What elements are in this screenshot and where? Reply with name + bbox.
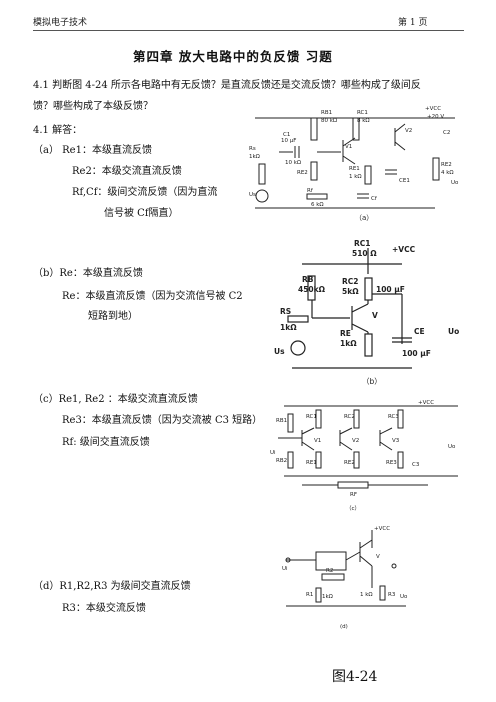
fig-b-label-1k-re: 1kΩ — [340, 339, 357, 348]
fig-a-label-cf: Cf — [371, 196, 378, 202]
header-right: 第 1 页 — [398, 18, 428, 28]
fig-a-label-rb1: RB1 — [321, 110, 332, 116]
fig-d-label-1k-r3: 1 kΩ — [360, 592, 373, 598]
fig-b-label-1k-rs: 1kΩ — [280, 323, 297, 332]
answer-b-line-1: （b）Re：本级直流反馈 — [33, 268, 143, 279]
answer-a-line-3: Rf,Cf：级间交流反馈（因为直流 — [72, 187, 218, 198]
fig-b-label-5k: 5kΩ — [342, 287, 359, 296]
fig-b-label-510: 510 Ω — [352, 249, 377, 258]
fig-a-label-v1: V1 — [345, 144, 352, 150]
fig-c-label-rb2: RB2 — [276, 458, 287, 464]
fig-a-label-20v: +20 V — [427, 114, 444, 120]
fig-b-label-ce: CE — [414, 327, 425, 336]
fig-c-label-v3: V3 — [392, 438, 400, 444]
fig-d-label-vcc: +VCC — [374, 526, 390, 532]
fig-c-label-v2: V2 — [352, 438, 359, 444]
fig-a-label-80k: 80 kΩ — [321, 118, 337, 124]
fig-a-label-us: Us — [249, 192, 256, 198]
fig-b-label-uo: Uo — [448, 327, 459, 336]
fig-b-label-100uf-top: 100 μF — [376, 285, 405, 294]
figure-caption: 图4-24 — [332, 669, 378, 685]
fig-c-caption: （c） — [346, 505, 360, 512]
answer-d-line-1: （d）R1,R2,R3 为级间交直流反馈 — [33, 581, 191, 592]
fig-c-label-rb1: RB1 — [276, 418, 287, 424]
fig-d-label-uo: Uo — [400, 594, 408, 600]
fig-c-label-re2: RE2 — [344, 460, 355, 466]
fig-d-label-r1: R1 — [306, 592, 313, 598]
fig-b-label-450k: 450kΩ — [298, 285, 326, 294]
answer-a-line-4: 信号被 Cf隔直） — [104, 208, 179, 219]
fig-a-label-6k: 6 kΩ — [311, 202, 324, 208]
fig-d-label-r3: R3 — [388, 592, 396, 598]
fig-b-label-vcc: +VCC — [392, 245, 416, 254]
fig-a-label-c1: C1 — [283, 132, 290, 138]
fig-b-label-rc2: RC2 — [342, 277, 359, 286]
fig-a-label-4k: 4 kΩ — [441, 170, 454, 176]
fig-a-label-v2: V2 — [405, 128, 412, 134]
fig-b-label-rc1: RC1 — [354, 239, 371, 248]
page-title: 第四章 放大电路中的负反馈 习题 — [133, 49, 333, 64]
question-line-2: 馈？哪些构成了本级反馈？ — [33, 101, 153, 112]
fig-c-label-c3: C3 — [412, 462, 420, 468]
fig-a-label-1k-re1: 1 kΩ — [349, 174, 362, 180]
fig-a-caption: （a） — [355, 214, 373, 222]
fig-c-label-re1: RE1 — [306, 460, 317, 466]
fig-a-label-8k: 8 kΩ — [357, 118, 370, 124]
fig-a-label-1k: 1kΩ — [249, 154, 260, 160]
fig-b-caption: （b） — [362, 377, 382, 386]
fig-a-label-re2: RE2 — [441, 162, 452, 168]
fig-a-label-re2-left: RE2 — [297, 170, 308, 176]
fig-c-label-rc1: RC1 — [306, 414, 317, 420]
fig-c-label-rf: RF — [350, 492, 357, 498]
fig-a-label-uo: Uo — [451, 180, 459, 186]
circuit-figure-c: +VCC RB1 RC1 RC2 RC3 V1 V2 V3 RB2 RE1 RE… — [270, 400, 458, 512]
fig-c-label-uo: Uo — [448, 444, 456, 450]
fig-b-label-v: V — [372, 311, 378, 320]
fig-c-label-ui: Ui — [270, 450, 276, 456]
circuit-figure-d: +VCC V R2 R1 1kΩ 1 kΩ R3 Ui Uo (d) — [282, 526, 408, 630]
fig-d-caption: (d) — [340, 624, 348, 630]
fig-d-label-ui: Ui — [282, 566, 288, 572]
fig-a-label-10k: 10 kΩ — [285, 160, 301, 166]
fig-b-label-rb: RB — [302, 275, 314, 284]
fig-c-label-rc3: RC3 — [388, 414, 399, 420]
fig-a-label-re1: RE1 — [349, 166, 360, 172]
fig-a-label-vcc: +VCC — [425, 106, 441, 112]
fig-a-label-rc1: RC1 — [357, 110, 368, 116]
fig-a-label-10uf: 10 μF — [281, 138, 296, 144]
fig-c-label-v1: V1 — [314, 438, 321, 444]
fig-a-label-ce1: CE1 — [399, 178, 410, 184]
fig-b-label-rs: RS — [280, 307, 291, 316]
circuit-figure-b: RC1 510 Ω +VCC RB 450kΩ RC2 5kΩ 100 μF R… — [274, 239, 459, 386]
fig-b-label-us: Us — [274, 347, 285, 356]
answer-b-line-3: 短路到地） — [88, 311, 138, 322]
circuit-figure-a: RB1 80 kΩ RC1 8 kΩ C1 10 μF Rs 1kΩ 10 kΩ… — [249, 106, 459, 222]
answer-c-line-2: Re3：本级直流反馈（因为交流被 C3 短路） — [62, 415, 263, 426]
fig-a-label-c2: C2 — [443, 130, 450, 136]
answer-a-line-1: （a） Re1：本级直流反馈 — [33, 145, 152, 156]
fig-c-label-re3: RE3 — [386, 460, 397, 466]
fig-b-label-100uf: 100 μF — [402, 349, 431, 358]
fig-a-label-rs: Rs — [249, 146, 256, 152]
fig-b-label-re: RE — [340, 329, 351, 338]
answer-a-line-2: Re2：本级交流直流反馈 — [72, 166, 182, 177]
answer-d-line-2: R3：本级交流反馈 — [62, 603, 146, 614]
answer-heading: 4.1 解答： — [33, 125, 83, 136]
fig-a-label-rf: Rf — [307, 188, 314, 194]
answer-c-line-3: Rf: 级间交直流反馈 — [62, 437, 150, 448]
fig-d-label-v: V — [376, 554, 380, 560]
answer-b-line-2: Re：本级直流反馈（因为交流信号被 C2 — [62, 291, 243, 302]
fig-c-label-vcc: +VCC — [418, 400, 434, 406]
question-line-1: 4.1 判断图 4-24 所示各电路中有无反馈？是直流反馈还是交流反馈？哪些构成… — [33, 80, 421, 91]
fig-d-label-r2: R2 — [326, 568, 333, 574]
fig-c-label-rc2: RC2 — [344, 414, 355, 420]
header-left: 模拟电子技术 — [33, 18, 88, 28]
header-rule — [33, 30, 464, 31]
fig-d-label-1k-r1: 1kΩ — [322, 594, 333, 600]
answer-c-line-1: （c）Re1, Re2 ：本级交流直流反馈 — [33, 394, 198, 405]
